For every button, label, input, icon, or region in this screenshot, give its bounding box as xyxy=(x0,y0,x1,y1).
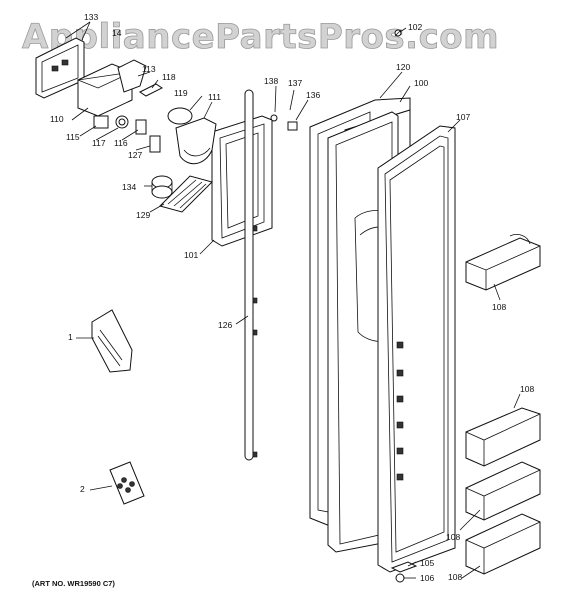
callout-105: 105 xyxy=(420,558,434,568)
callout-120: 120 xyxy=(396,62,410,72)
callout-137: 137 xyxy=(288,78,302,88)
callout-102: 102 xyxy=(408,22,422,32)
dispenser-frame xyxy=(211,115,273,247)
callout-129: 129 xyxy=(136,210,150,220)
callout-108-mid: 108 xyxy=(520,384,534,394)
callout-101: 101 xyxy=(184,250,198,260)
callout-1: 1 xyxy=(68,332,73,342)
callout-107: 107 xyxy=(456,112,470,122)
door-bin-upper xyxy=(465,234,541,291)
part-115 xyxy=(93,115,109,129)
shelf-supports xyxy=(396,341,404,481)
callout-126: 126 xyxy=(218,320,232,330)
callout-116: 116 xyxy=(114,138,128,148)
door-bin-4 xyxy=(465,513,541,575)
callout-115: 115 xyxy=(66,132,80,142)
callout-100: 100 xyxy=(414,78,428,88)
callout-111: 111 xyxy=(208,92,221,102)
callout-108-upper: 108 xyxy=(492,302,506,312)
callout-127: 127 xyxy=(128,150,142,160)
callout-labels: 133 14 102 120 100 107 113 118 138 137 1… xyxy=(50,12,534,583)
callout-108-bottom: 108 xyxy=(448,572,462,582)
control-module-cluster xyxy=(35,37,217,213)
funnel-111 xyxy=(175,117,217,165)
part-116 xyxy=(135,119,147,135)
callout-134: 134 xyxy=(122,182,136,192)
owner-manual xyxy=(91,309,133,373)
hinge-bushing-part xyxy=(395,573,405,583)
callout-117: 117 xyxy=(92,138,106,148)
seal-ring-119 xyxy=(167,107,193,125)
switch-127 xyxy=(149,135,161,153)
hardware-kit xyxy=(109,461,145,505)
clip-part-136 xyxy=(287,121,298,131)
leader-lines xyxy=(65,21,521,579)
screw-part-138 xyxy=(270,114,278,122)
callout-119: 119 xyxy=(174,88,188,98)
callout-14: 14 xyxy=(112,28,122,38)
door-bins xyxy=(465,234,541,575)
callout-110: 110 xyxy=(50,114,64,124)
hinge-pin-part xyxy=(390,561,418,573)
callout-118: 118 xyxy=(162,72,176,82)
heater-rod xyxy=(244,89,258,461)
door-bin-3 xyxy=(465,461,541,521)
callout-106: 106 xyxy=(420,573,434,583)
art-number-caption: (ART NO. WR19590 C7) xyxy=(32,579,115,588)
callout-108-lower: 108 xyxy=(446,532,460,542)
callout-138: 138 xyxy=(264,76,278,86)
callout-2: 2 xyxy=(80,484,85,494)
door-bin-2 xyxy=(465,407,541,467)
callout-133: 133 xyxy=(84,12,98,22)
door-assembly xyxy=(309,29,456,583)
callout-113: 113 xyxy=(142,64,156,74)
watermark: AppliancePartsPros.com xyxy=(22,17,499,57)
callout-136: 136 xyxy=(306,90,320,100)
